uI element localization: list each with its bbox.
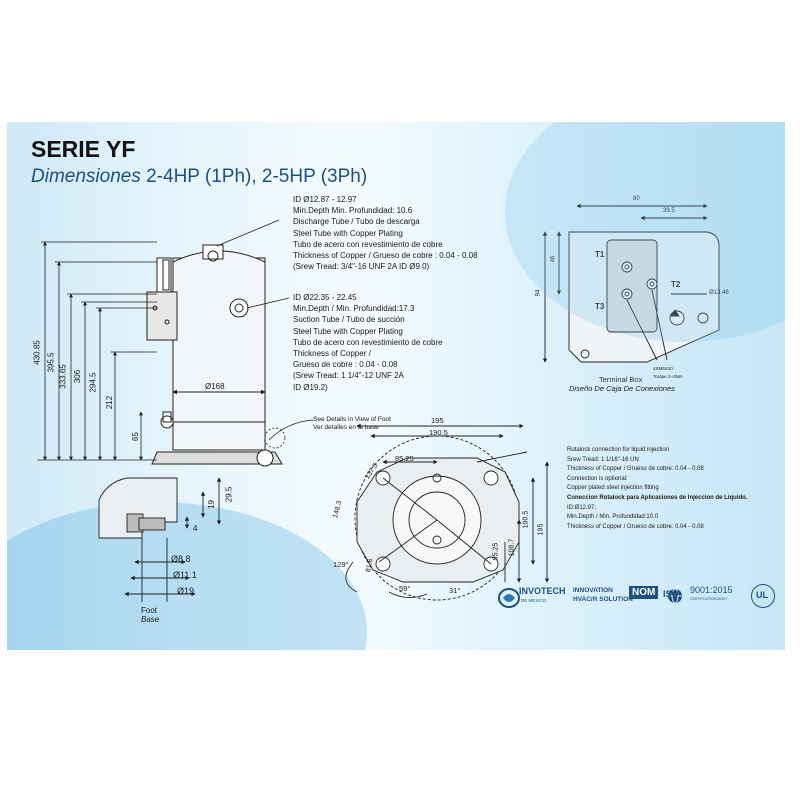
foot-detail-drawing (98, 477, 222, 602)
spec-line: Thickness of Copper / Grueso de cobre : … (293, 251, 478, 261)
foot-note: See Details in View of Foot Ver detalles… (313, 416, 391, 432)
spec-line: Copper plated steel injection fitting (567, 485, 659, 492)
iso-label: ISO (663, 589, 679, 599)
page-subtitle: Dimensiones 2-4HP (1Ph), 2-5HP (3Ph) (31, 166, 367, 188)
base-dim: 85.25 (395, 454, 414, 463)
tb-dim: Ø13.46 (709, 290, 729, 296)
terminal-t3: T3 (595, 302, 605, 311)
foot-label-en: Foot (141, 606, 158, 615)
spec-line: Rotalock connection for liquid injection (567, 447, 670, 453)
dim-height: 212 (105, 395, 115, 410)
spec-line: (Srew Tread: 3/4"-16 UNF 2A ID Ø9.0) (293, 262, 430, 272)
suction-spec: ID Ø22.35 - 22.45 Min.Depth / Min. Profu… (293, 292, 443, 393)
base-dim: 195 (431, 416, 444, 425)
discharge-spec: ID Ø12.87 - 12.97 Min.Depth Min. Profund… (293, 194, 478, 272)
invotech-sub: DE MEXICO (521, 598, 547, 603)
base-angle: 59° (399, 584, 411, 593)
spec-line: Coneccion Rotalock para Aplicaciones de … (567, 494, 748, 501)
terminal-t2: T2 (671, 280, 681, 289)
iso-number: 9001:2015 (690, 585, 733, 595)
tb-dim-width: 80 (633, 196, 640, 202)
spec-line: Discharge Tube / Tubo de descarga (293, 217, 420, 227)
tb-label-en: Terminal Box (599, 375, 643, 384)
spec-line: Min.Depth / Min. Profundidad:17.3 (293, 304, 415, 314)
subtitle-rest: 2-4HP (1Ph), 2-5HP (3Ph) (140, 166, 368, 187)
iso-sub: CERTIFICATION BODY (690, 597, 728, 601)
base-dim: 95.25 (492, 542, 500, 561)
spec-sheet: SERIE YF Dimensiones 2-4HP (1Ph), 2-5HP … (7, 122, 785, 650)
dim-height: 306 (73, 369, 83, 384)
base-dim: 190.5 (522, 510, 530, 529)
spec-line: Min.Depth / Min. Profundidad:10.0 (567, 514, 659, 521)
spec-line: Grueso de cobre : 0.04 - 0.08 (293, 360, 398, 370)
spec-line: Tubo de acero con revestimiento de cobre (293, 239, 443, 249)
ul-logo-icon: UL (751, 584, 775, 608)
foot-dim: Ø11.1 (173, 570, 197, 580)
invotech-logo-icon (497, 586, 537, 610)
dim-height: 65 (130, 432, 140, 441)
spec-line: (Srew Tread: 1 1/4"-12 UNF 2A (293, 371, 404, 381)
foot-dim: 4 (193, 524, 198, 533)
base-dim: 108.7 (508, 538, 516, 557)
tb-label-es: Diseño De Caja De Conexiones (569, 384, 675, 393)
spec-line: Thickness of Copper / (293, 349, 371, 359)
terminal-box-drawing (542, 203, 720, 363)
spec-line: Thickness of Copper / Grueso de cobre: 0… (567, 466, 704, 473)
subtitle-italic: Dimensiones (31, 166, 141, 187)
spec-line: Steel Tube with Copper Plating (293, 228, 403, 238)
tb-torque: Torque 2~3Nm (653, 374, 683, 379)
page-title: SERIE YF (31, 136, 136, 162)
height-dimension-lines (37, 219, 314, 461)
tb-dim: 39.5 (663, 208, 675, 214)
spec-line: Tubo de acero con revestimiento de cobre (293, 337, 443, 347)
foot-note-en: See Details in View of Foot (313, 416, 391, 423)
spec-line: Thickness of Copper / Grueso de cobre: 0… (567, 523, 704, 530)
invotech-name: INVOTECH (519, 586, 566, 596)
nom-logo: NOM (629, 586, 659, 599)
rotalock-spec: Rotalock connection for liquid injection… (567, 446, 747, 532)
base-dim: 190.5 (429, 428, 448, 437)
iso-globe-icon (667, 588, 683, 604)
foot-dim: Ø8.8 (171, 554, 191, 564)
ul-label: UL (756, 590, 768, 600)
spec-line: ID Ø19.2) (293, 382, 328, 392)
tb-dim: 46 (550, 255, 557, 263)
tagline-2: HVAC/R SOLUTION (573, 596, 633, 603)
dim-body-diameter: Ø168 (205, 382, 225, 391)
spec-line: Steel Tube with Copper Plating (293, 326, 403, 336)
spec-line: Srew Tread: 1 1/16"-16 UN (567, 456, 639, 463)
foot-label-es: Base (141, 615, 160, 624)
base-angle: 31° (449, 586, 461, 595)
foot-note-es: Ver detalles en la base (313, 424, 379, 431)
base-dim: 195 (537, 523, 545, 536)
foot-dim: Ø19 (177, 586, 195, 596)
dim-height: 395.5 (46, 352, 56, 373)
dim-height: 294.5 (88, 372, 98, 393)
compressor-side-view (146, 244, 283, 467)
base-plan-drawing (345, 423, 550, 601)
spec-line: Min.Depth Min. Profundidad: 10.6 (293, 206, 413, 216)
spec-line: Suction Tube / Tubo de succión (293, 315, 405, 325)
foot-dim: 29.5 (224, 486, 234, 503)
spec-line: ID Ø12.87 - 12.97 (293, 195, 357, 204)
dim-height: 333.65 (58, 364, 68, 389)
tagline-1: INNOVATION (573, 587, 613, 594)
foot-dim: 19 (206, 500, 216, 509)
terminal-t1: T1 (595, 250, 605, 259)
tb-screw: 4XM5X10 (653, 366, 673, 371)
spec-line: Connection is optional: (567, 475, 628, 482)
spec-line: ID:Ø12.97; (567, 504, 597, 511)
dim-height-total: 430.85 (32, 340, 42, 365)
base-angle: 129° (333, 560, 349, 569)
spec-line: ID Ø22.35 - 22.45 (293, 293, 357, 302)
tb-dim: 94 (535, 289, 542, 297)
